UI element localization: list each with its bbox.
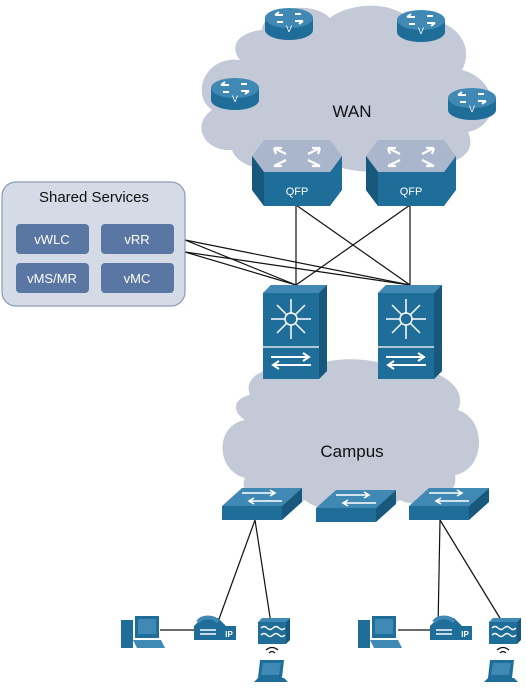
wireless-icon-left (265, 646, 279, 654)
wan-label: WAN (332, 102, 371, 121)
svg-text:vWLC: vWLC (34, 232, 69, 247)
distribution-switch-right (378, 285, 442, 379)
laptop-left (254, 660, 288, 682)
service-vmc: vMC (101, 263, 174, 293)
campus-label: Campus (320, 442, 383, 461)
qfp-router-right: QFP (366, 140, 456, 206)
ip-phone-badge: IP (461, 630, 469, 639)
access-switch-middle (316, 490, 396, 522)
workstation-right (358, 616, 402, 648)
links (160, 204, 507, 631)
service-vms-mr: vMS/MR (16, 263, 89, 293)
wan-router-left: V (211, 78, 259, 110)
wan-cloud: WAN (201, 5, 493, 172)
access-point-left (258, 618, 290, 644)
wireless-icon-right (496, 646, 510, 654)
service-vwlc: vWLC (16, 224, 89, 254)
router-v-badge: V (232, 94, 238, 104)
shared-services-title: Shared Services (39, 189, 149, 206)
router-v-badge: V (418, 26, 424, 36)
router-v-badge: V (286, 24, 292, 34)
ip-phone-badge: IP (225, 630, 233, 639)
laptop-right (484, 660, 518, 682)
qfp-label: QFP (400, 186, 423, 198)
access-point-right (489, 618, 521, 644)
svg-text:vMS/MR: vMS/MR (27, 271, 77, 286)
ip-phone-right: IP (430, 615, 472, 640)
svg-text:vMC: vMC (124, 271, 151, 286)
ip-phone-left: IP (194, 615, 236, 640)
campus-cloud: Campus (222, 359, 480, 512)
svg-text:vRR: vRR (124, 232, 149, 247)
router-v-badge: V (469, 104, 475, 114)
wan-router-top-left: V (265, 8, 313, 40)
access-switch-left (222, 488, 302, 520)
qfp-router-left: QFP (252, 140, 342, 206)
access-switch-right (409, 488, 489, 520)
shared-services-panel: Shared Services vWLC vRR vMS/MR vMC (1, 181, 186, 307)
distribution-switch-left (263, 285, 327, 379)
workstation-left (121, 616, 165, 648)
service-vrr: vRR (101, 224, 174, 254)
wan-router-right: V (448, 88, 496, 120)
qfp-label: QFP (286, 186, 309, 198)
wan-router-top-right: V (397, 10, 445, 42)
